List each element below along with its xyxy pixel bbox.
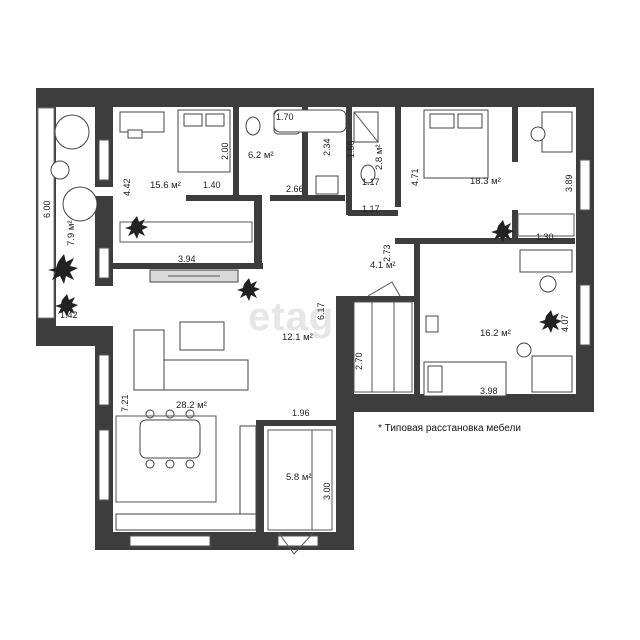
closet: 2.70 bbox=[353, 301, 413, 393]
balcony-width: 1.42 bbox=[60, 310, 78, 320]
bedroom-left-wall: 2.00 bbox=[220, 142, 230, 160]
bathroom-area: 6.2 м² bbox=[248, 150, 274, 161]
balcony: 7.9 м² 6.00 1.42 bbox=[42, 114, 98, 320]
windows bbox=[37, 107, 591, 547]
bedroom-left: 15.6 м² 4.42 1.40 2.00 bbox=[119, 109, 253, 243]
storage-height: 3.00 bbox=[322, 482, 332, 500]
bedroom-lower: 16.2 м² 4.07 3.98 bbox=[423, 249, 573, 397]
hall-height: 2.73 bbox=[382, 244, 392, 262]
bedroom-right-height: 4.71 bbox=[410, 168, 420, 186]
interior-walls bbox=[113, 107, 575, 536]
bedroom-lower-width: 3.98 bbox=[480, 386, 498, 396]
balcony-area: 7.9 м² bbox=[66, 220, 77, 246]
watermark: etagi bbox=[248, 295, 346, 339]
corridor-height: 6.17 bbox=[316, 302, 326, 320]
bedroom-right-right: 3.89 bbox=[564, 174, 574, 192]
hall-area: 4.1 м² bbox=[370, 260, 396, 271]
bedroom-left-door: 1.40 bbox=[203, 180, 221, 190]
kitchen-living: 7.21 28.2 м² 1.96 bbox=[115, 321, 310, 531]
closet-height: 2.70 bbox=[354, 352, 364, 370]
corridor-width: 3.94 bbox=[178, 254, 196, 264]
bedroom-right-bottom: 1.30 bbox=[536, 232, 554, 242]
bedroom-lower-height: 4.07 bbox=[560, 314, 570, 332]
bathroom-width: 1.70 bbox=[276, 112, 294, 122]
storage-area: 5.8 м² bbox=[286, 472, 312, 483]
balcony-length: 6.00 bbox=[42, 200, 52, 218]
furniture-note: * Типовая расстановка мебели bbox=[378, 422, 521, 434]
storage: 5.8 м² 3.00 bbox=[267, 429, 333, 555]
wc-width: 1.17 bbox=[362, 177, 380, 187]
bedroom-left-height: 4.42 bbox=[122, 178, 132, 196]
bedroom-lower-area: 16.2 м² bbox=[480, 328, 511, 339]
hall: 2.73 4.1 м² bbox=[367, 244, 401, 297]
bathroom-bottom: 2.66 bbox=[286, 184, 304, 194]
kitchen-living-area: 28.2 м² bbox=[176, 400, 207, 411]
wc-area: 2.8 м² bbox=[374, 144, 385, 170]
wc-height: 1.56 bbox=[346, 140, 356, 158]
bedroom-right: 4.71 18.3 м² 3.89 1.30 bbox=[410, 109, 575, 243]
bathroom-height: 2.34 bbox=[322, 138, 332, 156]
kitchen-living-width: 1.96 bbox=[292, 408, 310, 418]
corridor: 3.94 6.17 12.1 м² bbox=[149, 254, 326, 343]
wc: 1.56 2.8 м² 1.17 1.17 bbox=[346, 111, 385, 214]
corridor-area: 12.1 м² bbox=[282, 332, 313, 343]
bedroom-left-area: 15.6 м² bbox=[150, 180, 181, 191]
bedroom-right-area: 18.3 м² bbox=[470, 176, 501, 187]
wc-below: 1.17 bbox=[362, 204, 380, 214]
kitchen-living-height: 7.21 bbox=[120, 394, 130, 412]
bathroom: 1.70 6.2 м² 2.34 2.66 bbox=[245, 109, 347, 195]
